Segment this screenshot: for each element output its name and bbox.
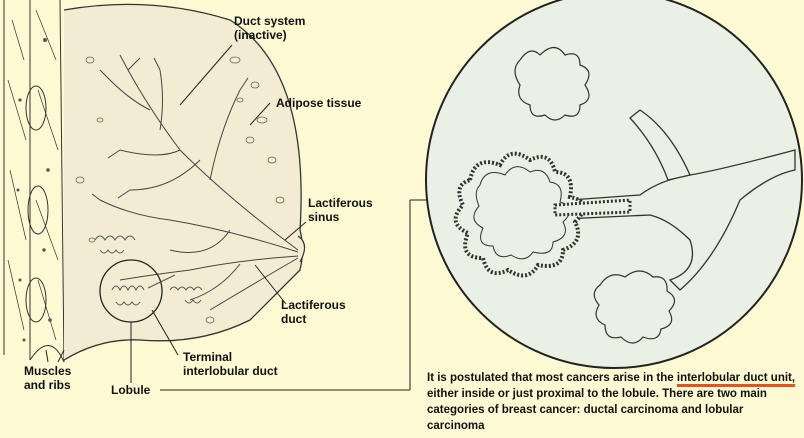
label-duct-system: Duct system (inactive) [234,14,305,42]
rib-texture [17,38,52,342]
label-adipose-tissue: Adipose tissue [276,96,361,110]
label-lactiferous-duct: Lactiferous duct [281,298,346,326]
caption-text: It is postulated that most cancers arise… [427,370,803,434]
breast-outline [64,4,303,360]
caption-pre: It is postulated that most cancers arise… [427,372,677,384]
caption-post: either inside or just proximal to the lo… [427,388,767,432]
label-terminal-duct: Terminal interlobular duct [183,350,278,378]
label-lactiferous-sinus: Lactiferous sinus [308,196,373,224]
caption-highlight: interlobular duct unit, [677,372,795,384]
chest-wall [4,0,64,362]
label-lobule: Lobule [111,383,150,397]
label-muscles-ribs: Muscles and ribs [24,364,71,392]
